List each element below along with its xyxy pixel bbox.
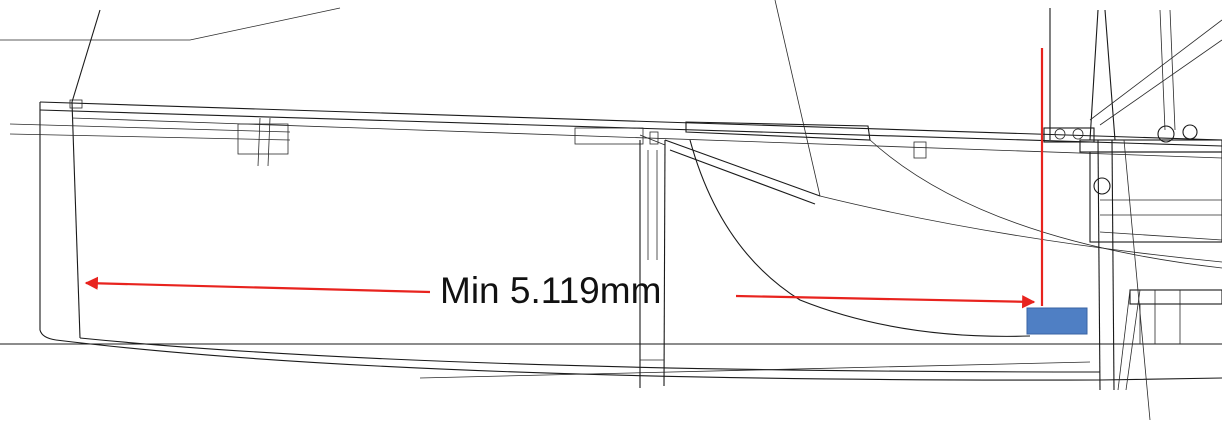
dimension-arrow-left	[84, 276, 431, 294]
dimension-label: Min 5.119mm	[440, 270, 662, 311]
cabin-curve	[685, 121, 1222, 337]
position-marker	[1026, 307, 1088, 335]
keel-post	[639, 139, 666, 388]
dimension-arrow-right	[735, 294, 1036, 309]
boom-strut	[574, 127, 821, 205]
hull-outline	[9, 99, 1222, 381]
machinery	[1043, 124, 1222, 421]
rigging-lines	[0, 0, 1222, 197]
